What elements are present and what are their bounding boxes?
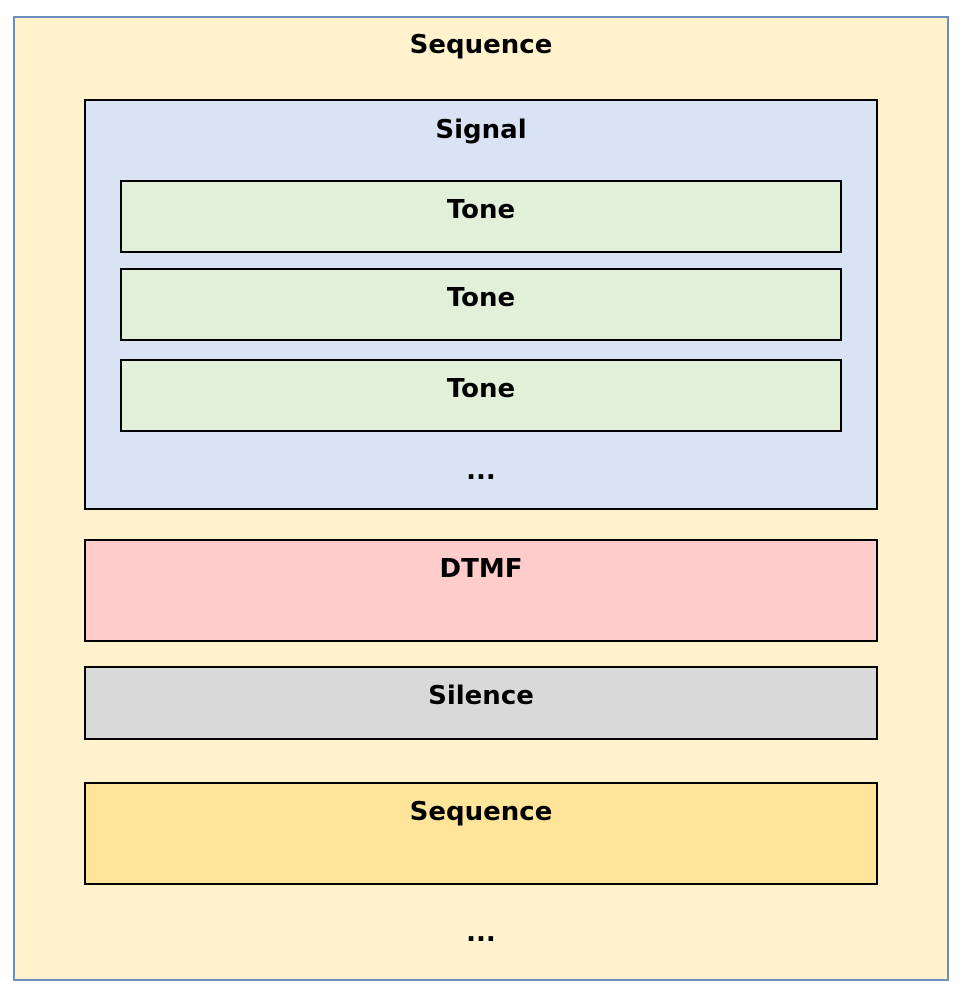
silence-label: Silence	[428, 681, 534, 711]
nested-sequence-box: Sequence	[84, 782, 878, 885]
tone-label: Tone	[446, 283, 516, 313]
signal-ellipsis-text: ...	[466, 456, 496, 486]
outer-sequence-ellipsis: ...	[84, 918, 878, 950]
silence-box: Silence	[84, 666, 878, 740]
dtmf-box: DTMF	[84, 539, 878, 642]
tone-box: Tone	[120, 180, 842, 253]
tone-box: Tone	[120, 268, 842, 341]
outer-sequence-label: Sequence	[409, 30, 553, 60]
tone-label: Tone	[446, 374, 516, 404]
dtmf-label: DTMF	[439, 554, 523, 584]
signal-ellipsis: ...	[84, 456, 878, 488]
signal-label: Signal	[435, 115, 527, 145]
outer-ellipsis-text: ...	[466, 918, 496, 948]
tone-label: Tone	[446, 195, 516, 225]
nested-sequence-label: Sequence	[409, 797, 553, 827]
tone-box: Tone	[120, 359, 842, 432]
